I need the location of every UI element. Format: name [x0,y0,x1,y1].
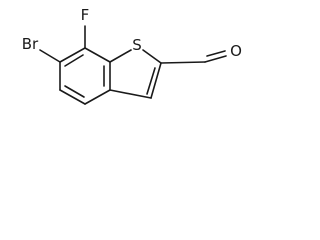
bond-cho-o-inner [206,50,226,57]
chemical-structure: Br F S O [22,6,242,105]
bond-c7a-s [109,49,132,63]
bond-s-c2 [142,49,162,64]
bond-c2-c3-inner [146,67,156,95]
atom-labels: Br F S O [22,6,242,60]
atom-label-fluorine: F [81,6,90,24]
bond-c2-c3 [150,62,162,99]
bond-c7-c6-inner [64,54,84,67]
atom-label-bromine: Br [22,35,39,53]
bond-c7-c6 [59,47,86,63]
bond-c5-c4 [59,89,86,105]
benzene-ring-bonds [59,47,111,105]
bond-c2-cho [160,61,206,64]
bond-c3-c3a [109,89,152,99]
atom-label-sulfur: S [132,36,142,54]
bond-c4-c3a [84,89,111,105]
bond-c6-br [39,49,61,63]
bond-c7-c7a [84,47,111,63]
atom-label-oxygen: O [230,42,242,60]
bond-cho-o [204,55,227,63]
substituent-bonds [39,25,227,64]
bond-c5-c4-inner [64,85,85,98]
thiophene-ring-bonds [109,49,162,99]
